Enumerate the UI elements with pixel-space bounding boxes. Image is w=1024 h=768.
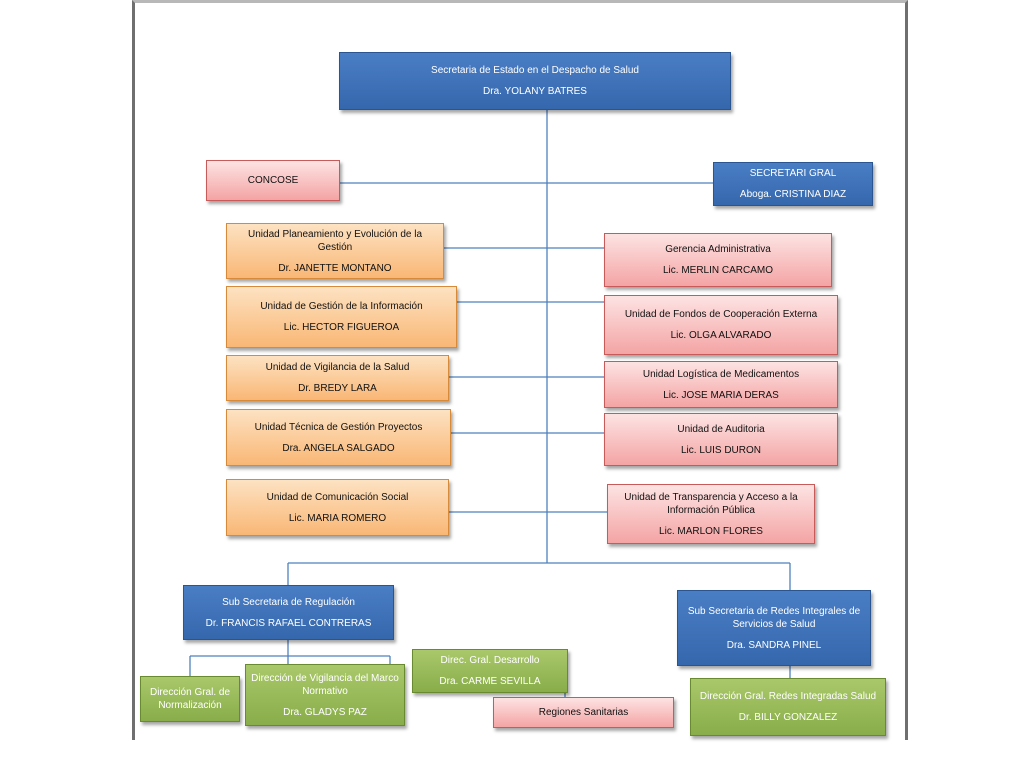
unit-transparencia-box: Unidad de Transparencia y Acceso a la In… [607, 484, 815, 544]
unit-comunicacion-social-box: Unidad de Comunicación Social Lic. MARIA… [226, 479, 449, 536]
direccion-redes-box: Dirección Gral. Redes Integradas Salud D… [690, 678, 886, 736]
unit-name: Lic. MARLON FLORES [659, 525, 763, 537]
dir-desarrollo-title: Direc. Gral. Desarrollo [440, 655, 540, 666]
unit-name: Lic. LUIS DURON [680, 444, 761, 456]
unit-title: Unidad de Transparencia y Acceso a la In… [624, 491, 798, 516]
unit-name: Dr. JANETTE MONTANO [278, 262, 392, 274]
unit-name: Lic. HECTOR FIGUEROA [283, 322, 400, 333]
direccion-vigilancia-box: Dirección de Vigilancia del Marco Normat… [245, 664, 405, 726]
sub-redes-title: Sub Secretaria de Redes Integrales de Se… [687, 605, 861, 630]
sub-secretaria-regulacion-box: Sub Secretaria de Regulación Dr. FRANCIS… [183, 585, 394, 640]
dir-normalizacion-title: Dirección Gral. de Normalización [149, 687, 231, 711]
sub-redes-name: Dra. SANDRA PINEL [726, 639, 822, 651]
concose-box: CONCOSE [206, 160, 340, 201]
unit-title: Unidad de Auditoria [677, 423, 765, 435]
unit-title: Unidad de Gestión de la Información [260, 301, 423, 312]
direccion-normalizacion-box: Dirección Gral. de Normalización [140, 676, 240, 722]
unit-title: Unidad de Comunicación Social [266, 491, 409, 503]
secretaria-gral-box: SECRETARI GRAL Aboga. CRISTINA DIAZ [713, 162, 873, 206]
dir-redes-title: Dirección Gral. Redes Integradas Salud [699, 691, 877, 702]
concose-title: CONCOSE [247, 175, 299, 186]
unit-title: Gerencia Administrativa [665, 244, 771, 255]
unit-auditoria-box: Unidad de Auditoria Lic. LUIS DURON [604, 413, 838, 466]
dir-vigilancia-name: Dra. GLADYS PAZ [283, 706, 367, 718]
regiones-sanitarias-box: Regiones Sanitarias [493, 697, 674, 728]
unit-name: Lic. MERLIN CARCAMO [662, 265, 773, 276]
unit-name: Dra. ANGELA SALGADO [282, 442, 395, 454]
unit-planeamiento-box: Unidad Planeamiento y Evolución de la Ge… [226, 223, 444, 279]
secretaria-gral-title: SECRETARI GRAL [749, 168, 837, 179]
unit-name: Lic. MARIA ROMERO [288, 512, 387, 524]
sub-regulacion-name: Dr. FRANCIS RAFAEL CONTRERAS [205, 617, 372, 629]
unit-title: Unidad Logística de Medicamentos [642, 368, 800, 380]
sub-secretaria-redes-box: Sub Secretaria de Redes Integrales de Se… [677, 590, 871, 666]
unit-title: Unidad Técnica de Gestión Proyectos [254, 421, 423, 433]
regiones-title: Regiones Sanitarias [538, 707, 629, 718]
unit-gestion-informacion-box: Unidad de Gestión de la Información Lic.… [226, 286, 457, 348]
top-secretaria-box: Secretaria de Estado en el Despacho de S… [339, 52, 731, 110]
top-title: Secretaria de Estado en el Despacho de S… [431, 65, 639, 76]
dir-redes-name: Dr. BILLY GONZALEZ [738, 712, 838, 723]
unit-name: Lic. OLGA ALVARADO [670, 330, 772, 341]
unit-title: Unidad Planeamiento y Evolución de la Ge… [248, 228, 422, 253]
dir-desarrollo-name: Dra. CARME SEVILLA [439, 676, 541, 687]
secretaria-gral-name: Aboga. CRISTINA DIAZ [739, 189, 847, 200]
unit-logistica-medicamentos-box: Unidad Logística de Medicamentos Lic. JO… [604, 361, 838, 408]
unit-name: Dr. BREDY LARA [298, 383, 377, 394]
unit-title: Unidad de Fondos de Cooperación Externa [624, 309, 818, 320]
direccion-desarrollo-box: Direc. Gral. Desarrollo Dra. CARME SEVIL… [412, 649, 568, 693]
unit-title: Unidad de Vigilancia de la Salud [265, 362, 410, 373]
sub-regulacion-title: Sub Secretaria de Regulación [222, 596, 355, 608]
unit-fondos-cooperacion-box: Unidad de Fondos de Cooperación Externa … [604, 295, 838, 355]
unit-name: Lic. JOSE MARIA DERAS [663, 389, 779, 401]
top-name: Dra. YOLANY BATRES [483, 86, 587, 97]
unit-vigilancia-salud-box: Unidad de Vigilancia de la Salud Dr. BRE… [226, 355, 449, 401]
dir-vigilancia-title: Dirección de Vigilancia del Marco Normat… [251, 672, 399, 697]
unit-tecnica-proyectos-box: Unidad Técnica de Gestión Proyectos Dra.… [226, 409, 451, 466]
gerencia-administrativa-box: Gerencia Administrativa Lic. MERLIN CARC… [604, 233, 832, 287]
